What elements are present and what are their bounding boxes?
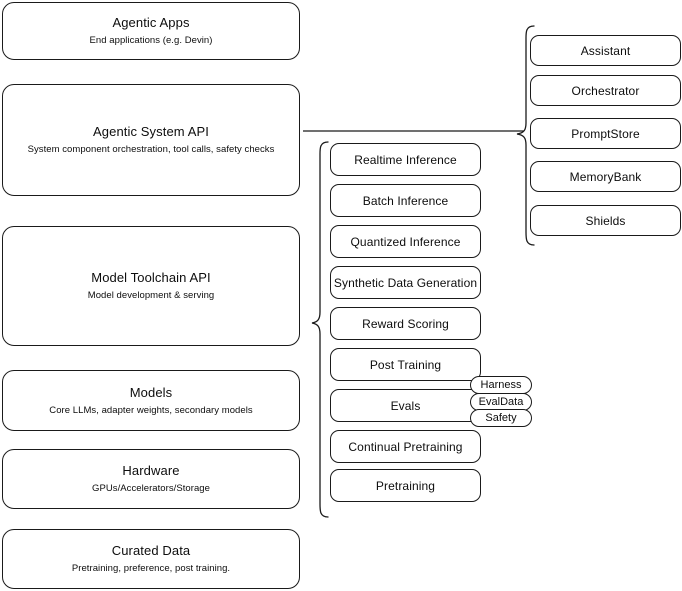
- component-box-memorybank[interactable]: MemoryBank: [530, 161, 681, 192]
- component-box-reward-scoring[interactable]: Reward Scoring: [330, 307, 481, 340]
- layer-subtitle: GPUs/Accelerators/Storage: [92, 483, 210, 494]
- component-label: Continual Pretraining: [348, 439, 463, 454]
- layer-title: Hardware: [122, 463, 180, 478]
- layer-subtitle: Pretraining, preference, post training.: [71, 563, 231, 574]
- layer-subtitle: End applications (e.g. Devin): [89, 35, 213, 46]
- pill-label: EvalData: [478, 396, 524, 408]
- layer-subtitle: System component orchestration, tool cal…: [27, 144, 275, 155]
- component-label: MemoryBank: [569, 169, 642, 184]
- connector-line-agentic-system-api: [300, 122, 528, 142]
- component-label: Evals: [390, 398, 421, 413]
- layer-box-model-toolchain-api[interactable]: Model Toolchain API Model development & …: [2, 226, 300, 346]
- component-box-promptstore[interactable]: PromptStore: [530, 118, 681, 149]
- pill-harness[interactable]: Harness: [470, 376, 532, 394]
- component-label: Realtime Inference: [354, 152, 457, 167]
- component-box-continual-pretraining[interactable]: Continual Pretraining: [330, 430, 481, 463]
- component-label: Shields: [585, 213, 626, 228]
- layer-box-models[interactable]: Models Core LLMs, adapter weights, secon…: [2, 370, 300, 431]
- component-label: Orchestrator: [571, 83, 640, 98]
- component-label: Batch Inference: [362, 193, 449, 208]
- layer-subtitle: Model development & serving: [87, 290, 215, 301]
- pill-label: Safety: [485, 412, 517, 424]
- brace-model-toolchain-components: [306, 140, 332, 520]
- component-box-post-training[interactable]: Post Training: [330, 348, 481, 381]
- component-label: Quantized Inference: [350, 234, 461, 249]
- pill-safety[interactable]: Safety: [470, 409, 532, 427]
- component-box-assistant[interactable]: Assistant: [530, 35, 681, 66]
- component-label: Post Training: [369, 357, 442, 372]
- layer-title: Curated Data: [111, 543, 191, 558]
- layer-title: Agentic System API: [93, 124, 209, 139]
- component-box-orchestrator[interactable]: Orchestrator: [530, 75, 681, 106]
- component-label: Pretraining: [375, 478, 436, 493]
- pill-label: Harness: [480, 379, 522, 391]
- layer-title: Models: [129, 384, 173, 400]
- layer-box-agentic-system-api[interactable]: Agentic System API System component orch…: [2, 84, 300, 196]
- component-label: Synthetic Data Generation: [333, 275, 478, 290]
- component-box-shields[interactable]: Shields: [530, 205, 681, 236]
- component-label: Reward Scoring: [362, 316, 449, 331]
- component-box-synthetic-data-generation[interactable]: Synthetic Data Generation: [330, 266, 481, 299]
- component-box-batch-inference[interactable]: Batch Inference: [330, 184, 481, 217]
- component-label: PromptStore: [571, 126, 640, 141]
- component-box-realtime-inference[interactable]: Realtime Inference: [330, 143, 481, 176]
- layer-title: Model Toolchain API: [91, 270, 211, 285]
- layer-title: Agentic Apps: [112, 15, 190, 30]
- layer-box-agentic-apps[interactable]: Agentic Apps End applications (e.g. Devi…: [2, 2, 300, 60]
- component-box-evals[interactable]: Evals: [330, 389, 481, 422]
- layer-subtitle: Core LLMs, adapter weights, secondary mo…: [49, 404, 253, 416]
- layer-box-hardware[interactable]: Hardware GPUs/Accelerators/Storage: [2, 449, 300, 509]
- component-label: Assistant: [580, 43, 631, 58]
- layer-box-curated-data[interactable]: Curated Data Pretraining, preference, po…: [2, 529, 300, 589]
- component-box-pretraining[interactable]: Pretraining: [330, 469, 481, 502]
- component-box-quantized-inference[interactable]: Quantized Inference: [330, 225, 481, 258]
